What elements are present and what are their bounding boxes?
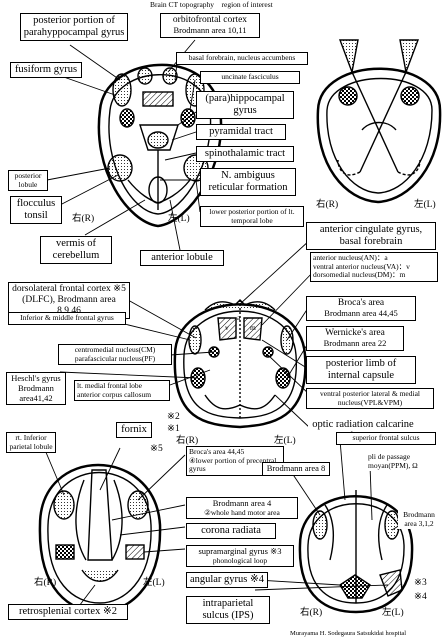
label-parahippocampal: (para)hippocampal gyrus — [196, 91, 294, 120]
label-broca-ba: Brodmann area 44,45 — [324, 307, 398, 318]
label-inf-mid-frontal: Inferior & middle frontal gyrus — [8, 312, 126, 325]
thal-nucleus-dm: dorsomedial nucleus(DM)：m — [313, 270, 406, 280]
label-pyramidal-tract: pyramidal tract — [196, 124, 286, 141]
brain4-left-mark: 左(L) — [143, 578, 165, 588]
label-ppm: pli de passage moyan(PPM), Ω — [366, 452, 438, 472]
label-wernicke-ba: Brodmann area 22 — [323, 337, 387, 348]
brain5-right-mark: 右(R) — [300, 608, 323, 618]
label-spinothalamic-tract: spinothalamic tract — [196, 146, 294, 163]
label-dlpfc-text: dorsolateral frontal cortex ※5 — [12, 284, 126, 294]
label-dlpfc-ba: (DLFC), Brodmann area 8,9,46 — [22, 294, 116, 316]
label-ba4-b: ②whole hand motor area — [204, 507, 280, 517]
label-uncinate: uncinate fasciculus — [200, 71, 300, 84]
label-retrosplenial: retrosplenial cortex ※2 — [8, 604, 128, 621]
label-orbitofrontal: orbitofrontal cortex Brodmann area 10,11 — [160, 13, 260, 38]
label-posterior-lobule: posterior lobule — [8, 170, 48, 192]
label-supramarginal-text: supramarginal gyrus ※3 — [198, 546, 282, 556]
page-footer: Murayama H. Sodegaura Satsukidai hospita… — [290, 630, 407, 637]
thal-mark-v: v — [225, 323, 229, 332]
label-basal-forebrain: basal forebrain, nucleus accumbens — [176, 52, 308, 65]
label-ba4: Brodmann area 4 ②whole hand motor area — [186, 497, 298, 520]
label-ba312: Brodmann area 3,1,2 — [398, 510, 440, 530]
label-parahippocampal-posterior: posterior portion of parahyppocampal gyr… — [20, 13, 128, 42]
brain3-left-mark: 左(L) — [274, 436, 296, 446]
label-heschl: Heschl's gyrus Brodmann area41,42 — [6, 372, 66, 406]
label-superior-frontal-sulcus: superior frontal sulcus — [336, 432, 436, 445]
label-wernicke-text: Wernicke's area — [325, 328, 385, 338]
brain-slice-corona — [38, 463, 162, 614]
label-broca-2-b: ④lower portion of precentral gyrus — [189, 455, 277, 474]
page-header: Brain CT topography region of interest — [150, 0, 273, 9]
label-n-ambiguus: N. ambiguus reticular formation — [200, 168, 296, 197]
label-fornix: fornix — [116, 422, 152, 439]
thal-mark-m: m — [250, 323, 256, 332]
label-orbitofrontal-text: orbitofrontal cortex — [172, 15, 248, 25]
label-wernicke: Wernicke's area Brodmann area 22 — [306, 326, 404, 351]
mark-3-vertex: ※3 — [414, 578, 427, 588]
label-heschl-ba: Brodmann area41,42 — [18, 382, 54, 403]
thal-mark-a: a — [237, 313, 241, 322]
label-corona-radiata: corona radiata — [186, 523, 276, 540]
label-lt-medial-frontal: lt. medial frontal lobe anterior corpus … — [74, 380, 170, 402]
label-angular-gyrus: angular gyrus ※4 — [186, 572, 268, 589]
thal-nucleus-an: anterior nucleus(AN)：a — [313, 253, 388, 262]
label-ba8: Brodmann area 8 — [262, 462, 330, 476]
label-ba4-text: Brodmann area 4 — [212, 498, 272, 508]
label-rt-inferior-parietal: rt. Inferior parietal lobule — [6, 432, 56, 454]
label-vpl-vpm: ventral posterior lateral & medial nucle… — [306, 388, 434, 410]
label-fusiform: fusiform gyrus — [10, 62, 82, 79]
mark-2-thalamus: ※2 — [167, 412, 180, 422]
brain2-left-mark: 左(L) — [414, 200, 436, 210]
brain3-right-mark: 右(R) — [176, 436, 199, 446]
label-anterior-cingulate: anterior cingulate gyrus, basal forebrai… — [306, 222, 436, 251]
label-ips: intraparietal sulcus (IPS) — [186, 596, 270, 625]
label-cm-pf: centromedial nucleus(CM) parafascicular … — [58, 344, 172, 366]
brain1-left-mark: 左(L) — [168, 214, 190, 224]
brain-slice-thalamus — [173, 299, 307, 429]
leader-lines — [44, 39, 401, 619]
brain-slice-pathways — [316, 39, 442, 204]
brain-slice-vertex — [298, 490, 414, 614]
brain1-right-mark: 右(R) — [72, 214, 95, 224]
brain-slice-skull-base — [97, 63, 223, 228]
mark-4-vertex: ※4 — [414, 592, 427, 602]
brain4-right-mark: 右(R) — [34, 578, 57, 588]
mark-1-thalamus: ※1 — [167, 424, 180, 434]
label-lower-posterior-temporal: lower posterior portion of lt. temporal … — [200, 206, 304, 228]
thal-nucleus-va: ventral anterior nucleus(VA)：v — [313, 261, 410, 271]
label-broca-text: Broca's area — [337, 298, 385, 308]
label-orbitofrontal-ba: Brodmann area 10,11 — [173, 24, 247, 35]
label-heschl-text: Heschl's gyrus — [11, 373, 61, 383]
brain2-right-mark: 右(R) — [316, 200, 339, 210]
mark-5-corona: ※5 — [150, 444, 163, 454]
brain5-left-mark: 左(L) — [382, 608, 404, 618]
label-vermis: vermis of cerebellum — [40, 236, 112, 265]
label-anterior-lobule: anterior lobule — [140, 250, 224, 267]
label-flocculus-tonsil: flocculus tonsil — [10, 196, 62, 225]
label-supramarginal: supramarginal gyrus ※3 phonological loop — [186, 545, 294, 568]
label-thalamic-nuclei: anterior nucleus(AN)：a ventral anterior … — [310, 252, 438, 282]
label-supramarginal-b: phonological loop — [212, 555, 268, 565]
label-broca-2-text: Broca's area 44,45 — [189, 447, 245, 456]
label-posterior-limb: posterior limb of internal capsule — [306, 356, 416, 385]
label-broca: Broca's area Brodmann area 44,45 — [306, 296, 416, 321]
